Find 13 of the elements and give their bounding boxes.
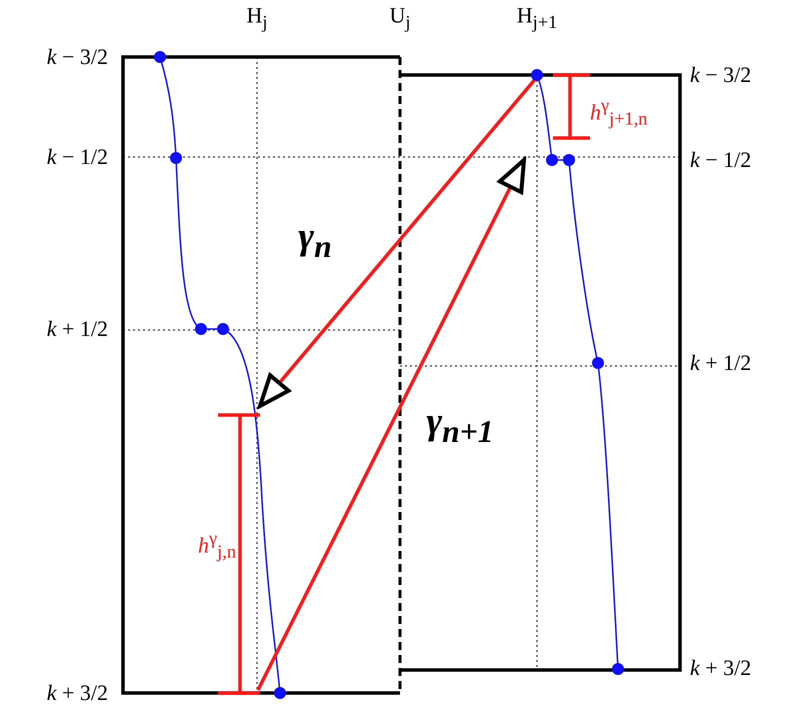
column-label: H$_{j}$ (246, 4, 268, 32)
level-label: k − 1/2 (46, 146, 108, 168)
level-label: k − 3/2 (46, 46, 108, 68)
level-label: k − 3/2 (690, 64, 752, 86)
curve-label: γ$_{n+1}$ (426, 402, 494, 448)
level-label: k − 1/2 (690, 149, 752, 171)
column-label: U$_{j}$ (390, 4, 410, 32)
column-label: H$_{j+1}$ (516, 4, 558, 32)
level-label: k + 1/2 (46, 318, 108, 340)
level-label: k + 3/2 (46, 682, 108, 704)
level-label: k + 1/2 (690, 352, 752, 374)
curve-label: γ$_{n}$ (298, 217, 332, 263)
level-label: k + 3/2 (690, 657, 752, 679)
